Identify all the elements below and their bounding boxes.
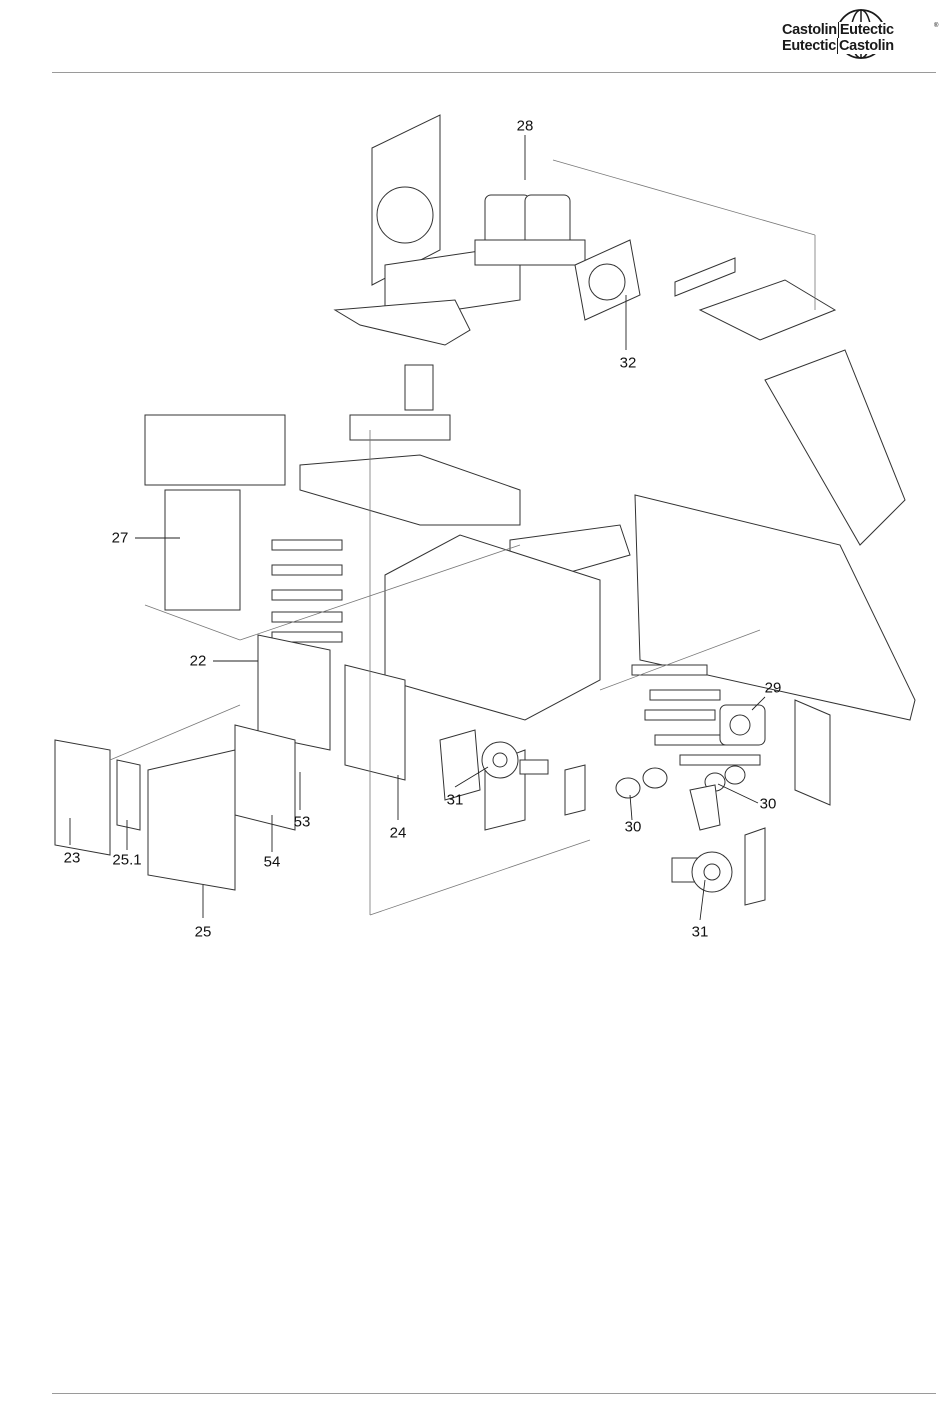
callout-31-upper: 31	[447, 792, 464, 809]
callout-28: 28	[517, 118, 534, 135]
callout-22: 22	[190, 653, 207, 670]
callout-54: 54	[264, 854, 281, 871]
callout-25: 25	[195, 924, 212, 941]
callout-32: 32	[620, 355, 637, 372]
callout-24: 24	[390, 825, 407, 842]
callout-27: 27	[112, 530, 129, 547]
board-54	[235, 725, 295, 830]
callout-29: 29	[765, 680, 782, 697]
board-25-1	[117, 760, 140, 830]
callout-25-1: 25.1	[112, 852, 141, 869]
board-24	[345, 665, 405, 780]
board-22	[258, 635, 330, 750]
callout-53: 53	[294, 814, 311, 831]
footer-rule	[52, 1393, 936, 1394]
board-23	[55, 740, 110, 855]
callout-30-center: 30	[625, 819, 642, 836]
igbt-module	[145, 415, 285, 485]
side-cover-upper	[765, 350, 905, 545]
callout-31-lower: 31	[692, 924, 709, 941]
igbt-board	[165, 490, 240, 610]
callout-23: 23	[64, 850, 81, 867]
callout-30-right: 30	[760, 796, 777, 813]
board-25	[148, 750, 235, 890]
